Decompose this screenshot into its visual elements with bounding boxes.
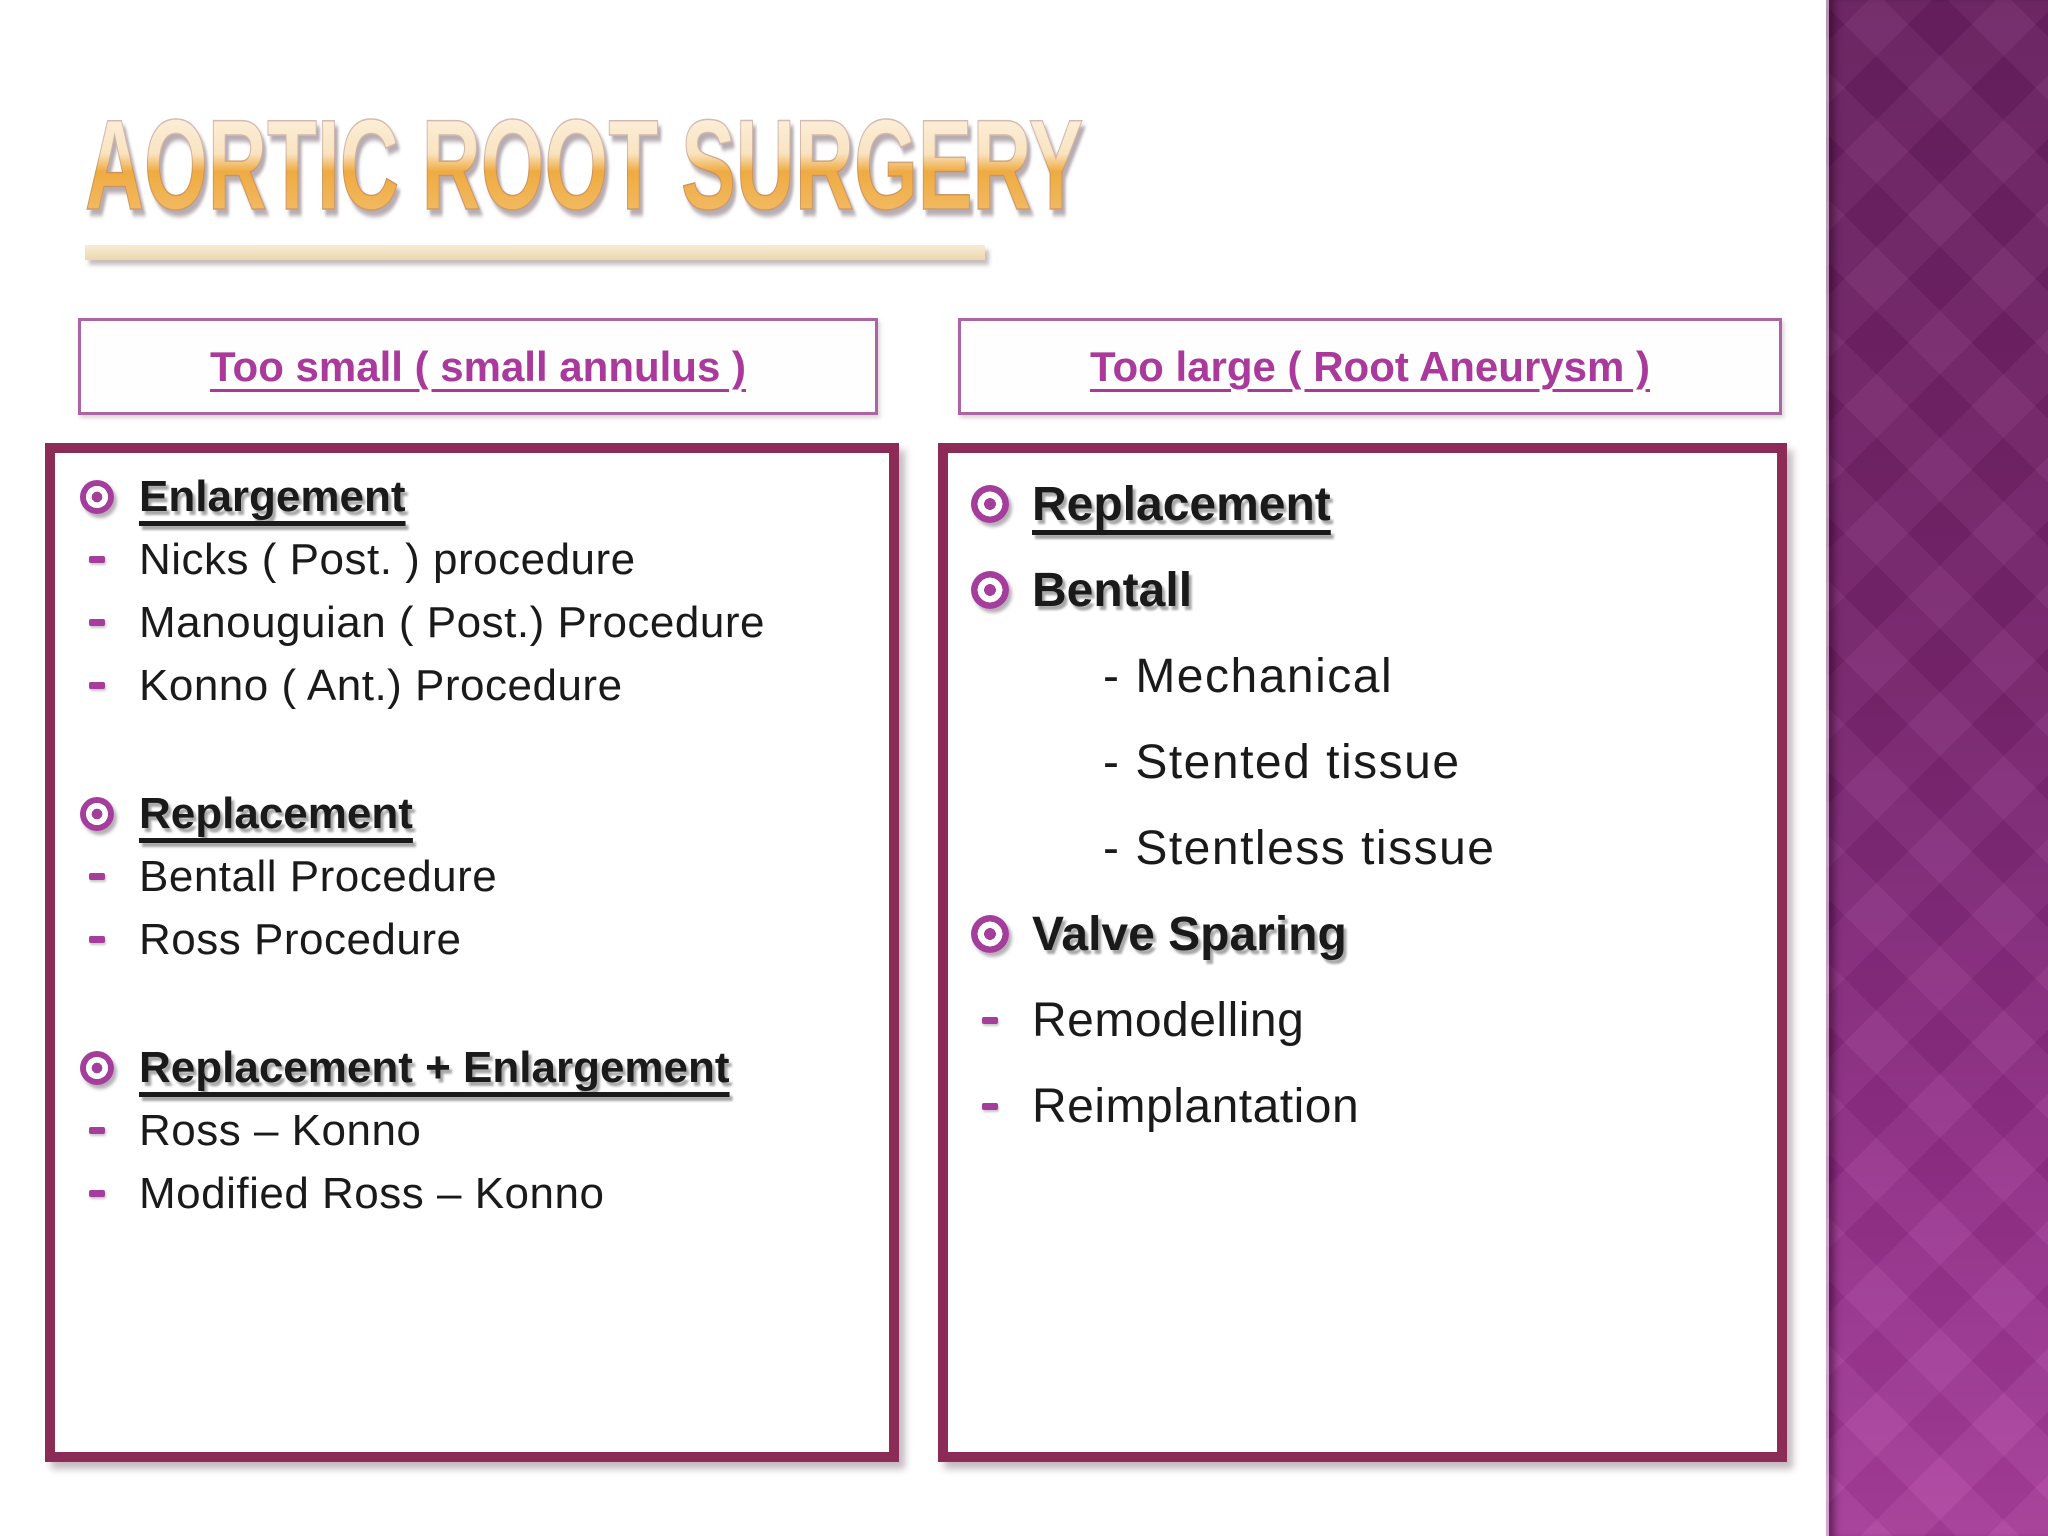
dash-bullet-icon (982, 1102, 998, 1110)
bullet-column (55, 873, 139, 880)
list-item: Ross – Konno (55, 1099, 889, 1162)
list-item-text: - Stented tissue (1103, 735, 1461, 789)
bullet-column (948, 1102, 1032, 1110)
bullet-column (55, 1190, 139, 1197)
list-item: Replacement (55, 782, 889, 845)
bullet-column (55, 619, 139, 626)
bullet-column (55, 796, 139, 831)
list-item-text: Valve Sparing (1032, 907, 1347, 961)
list-item-text: Ross Procedure (139, 914, 462, 964)
bullet-column (948, 485, 1032, 523)
bullet-column (55, 479, 139, 514)
list-item: - Stented tissue (948, 719, 1777, 805)
list-item: Bentall (948, 547, 1777, 633)
dash-bullet-icon (89, 556, 105, 563)
list-item: Replacement + Enlargement (55, 1036, 889, 1099)
list-item: Nicks ( Post. ) procedure (55, 528, 889, 591)
left-column-header-box: Too small ( small annulus ) (78, 318, 878, 415)
list-item: Replacement (948, 461, 1777, 547)
bullet-column (55, 936, 139, 943)
list-item-text: Reimplantation (1032, 1079, 1360, 1133)
list-item-text: - Mechanical (1103, 649, 1394, 703)
circled-dot-bullet-icon (971, 915, 1009, 953)
list-item: Reimplantation (948, 1063, 1777, 1149)
list-item-text: - Stentless tissue (1103, 821, 1496, 875)
list-item-text: Replacement + Enlargement (139, 1042, 730, 1092)
circled-dot-bullet-icon (80, 796, 114, 831)
dash-bullet-icon (89, 873, 105, 880)
list-item-text: Manouguian ( Post.) Procedure (139, 597, 765, 647)
circled-dot-bullet-icon (80, 479, 114, 514)
bullet-column (55, 556, 139, 563)
circled-dot-bullet-icon (80, 1050, 114, 1085)
right-column-header-box: Too large ( Root Aneurysm ) (958, 318, 1782, 415)
list-item-text: Remodelling (1032, 993, 1305, 1047)
list-item: - Stentless tissue (948, 805, 1777, 891)
title-underline-bar (85, 245, 985, 260)
title-block: AORTIC ROOT SURGERY (85, 92, 1645, 260)
list-item: - Mechanical (948, 633, 1777, 719)
list-item-text: Bentall (1032, 563, 1193, 617)
list-item-text: Modified Ross – Konno (139, 1168, 605, 1218)
list-spacer (55, 717, 889, 782)
bullet-column (948, 1016, 1032, 1024)
right-column-header: Too large ( Root Aneurysm ) (1089, 342, 1651, 390)
list-item: Bentall Procedure (55, 845, 889, 908)
bullet-column (55, 682, 139, 689)
list-item-text: Nicks ( Post. ) procedure (139, 534, 636, 584)
dash-bullet-icon (89, 936, 105, 943)
circled-dot-bullet-icon (971, 571, 1009, 609)
list-item: Ross Procedure (55, 908, 889, 971)
dash-bullet-icon (89, 682, 105, 689)
left-column-header: Too small ( small annulus ) (210, 342, 746, 390)
decorative-sidebar (1826, 0, 2048, 1536)
list-item: Remodelling (948, 977, 1777, 1063)
circled-dot-bullet-icon (971, 485, 1009, 523)
list-item: Konno ( Ant.) Procedure (55, 654, 889, 717)
list-item: Valve Sparing (948, 891, 1777, 977)
list-item-text: Replacement (139, 788, 413, 838)
bullet-column (55, 1050, 139, 1085)
page-title: AORTIC ROOT SURGERY (85, 93, 1084, 238)
bullet-column (948, 915, 1032, 953)
list-item-text: Replacement (1032, 477, 1331, 531)
dash-bullet-icon (89, 619, 105, 626)
list-item-text: Ross – Konno (139, 1105, 422, 1155)
list-item: Manouguian ( Post.) Procedure (55, 591, 889, 654)
dash-bullet-icon (89, 1190, 105, 1197)
dash-bullet-icon (89, 1127, 105, 1134)
list-item-text: Bentall Procedure (139, 851, 498, 901)
list-item: Modified Ross – Konno (55, 1162, 889, 1225)
dash-bullet-icon (982, 1016, 998, 1024)
bullet-column (948, 571, 1032, 609)
list-item-text: Enlargement (139, 471, 406, 521)
bullet-column (55, 1127, 139, 1134)
list-item-text: Konno ( Ant.) Procedure (139, 660, 623, 710)
list-item: Enlargement (55, 465, 889, 528)
list-spacer (55, 971, 889, 1036)
